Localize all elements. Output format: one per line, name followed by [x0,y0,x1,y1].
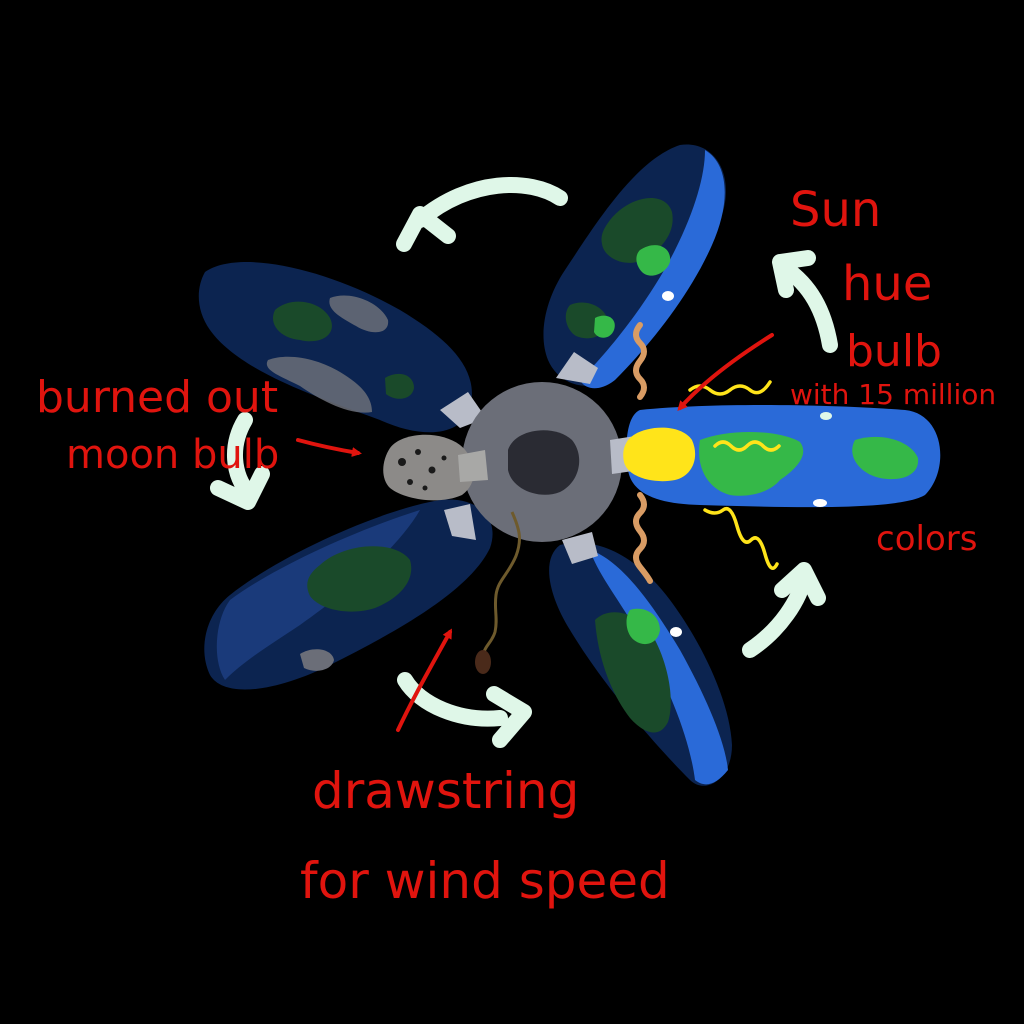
sun-bulb [610,427,696,482]
burned-out-label: burned out [36,372,278,423]
wind-speed-label: for wind speed [300,852,670,910]
rotation-arrows [210,177,838,748]
red-pointer-arrows [296,333,774,732]
hue-label: hue [842,256,932,312]
fan-blade-top-left [198,262,472,433]
red-pointer-arrow-icon-moon [296,438,362,457]
curved-arrow-icon-top [412,177,568,228]
moon-bulb-label: moon bulb [66,432,279,478]
curved-arrow-icon-bottom [397,672,508,727]
drawstring-label: drawstring [312,762,579,820]
fan-blade-right [626,405,941,508]
drawstring [475,511,521,674]
red-pointer-arrow-icon-sun [677,333,774,411]
curved-arrow-icon-left [227,412,258,503]
cord-squiggles [633,322,653,584]
fan-hub [462,382,622,542]
fan-blade-bottom-right [549,542,732,786]
sun-label: Sun [790,182,881,238]
fan-blade-bottom-left [204,499,493,690]
with-15-million-label: with 15 million [790,378,996,411]
colors-label: colors [876,519,977,559]
red-pointer-arrow-icon-drawstring [396,628,452,732]
moon-bulb [383,434,488,501]
bulb-label: bulb [846,326,942,377]
fan-blade-top-right [543,144,726,389]
curved-arrow-icon-right-upper [777,260,838,353]
